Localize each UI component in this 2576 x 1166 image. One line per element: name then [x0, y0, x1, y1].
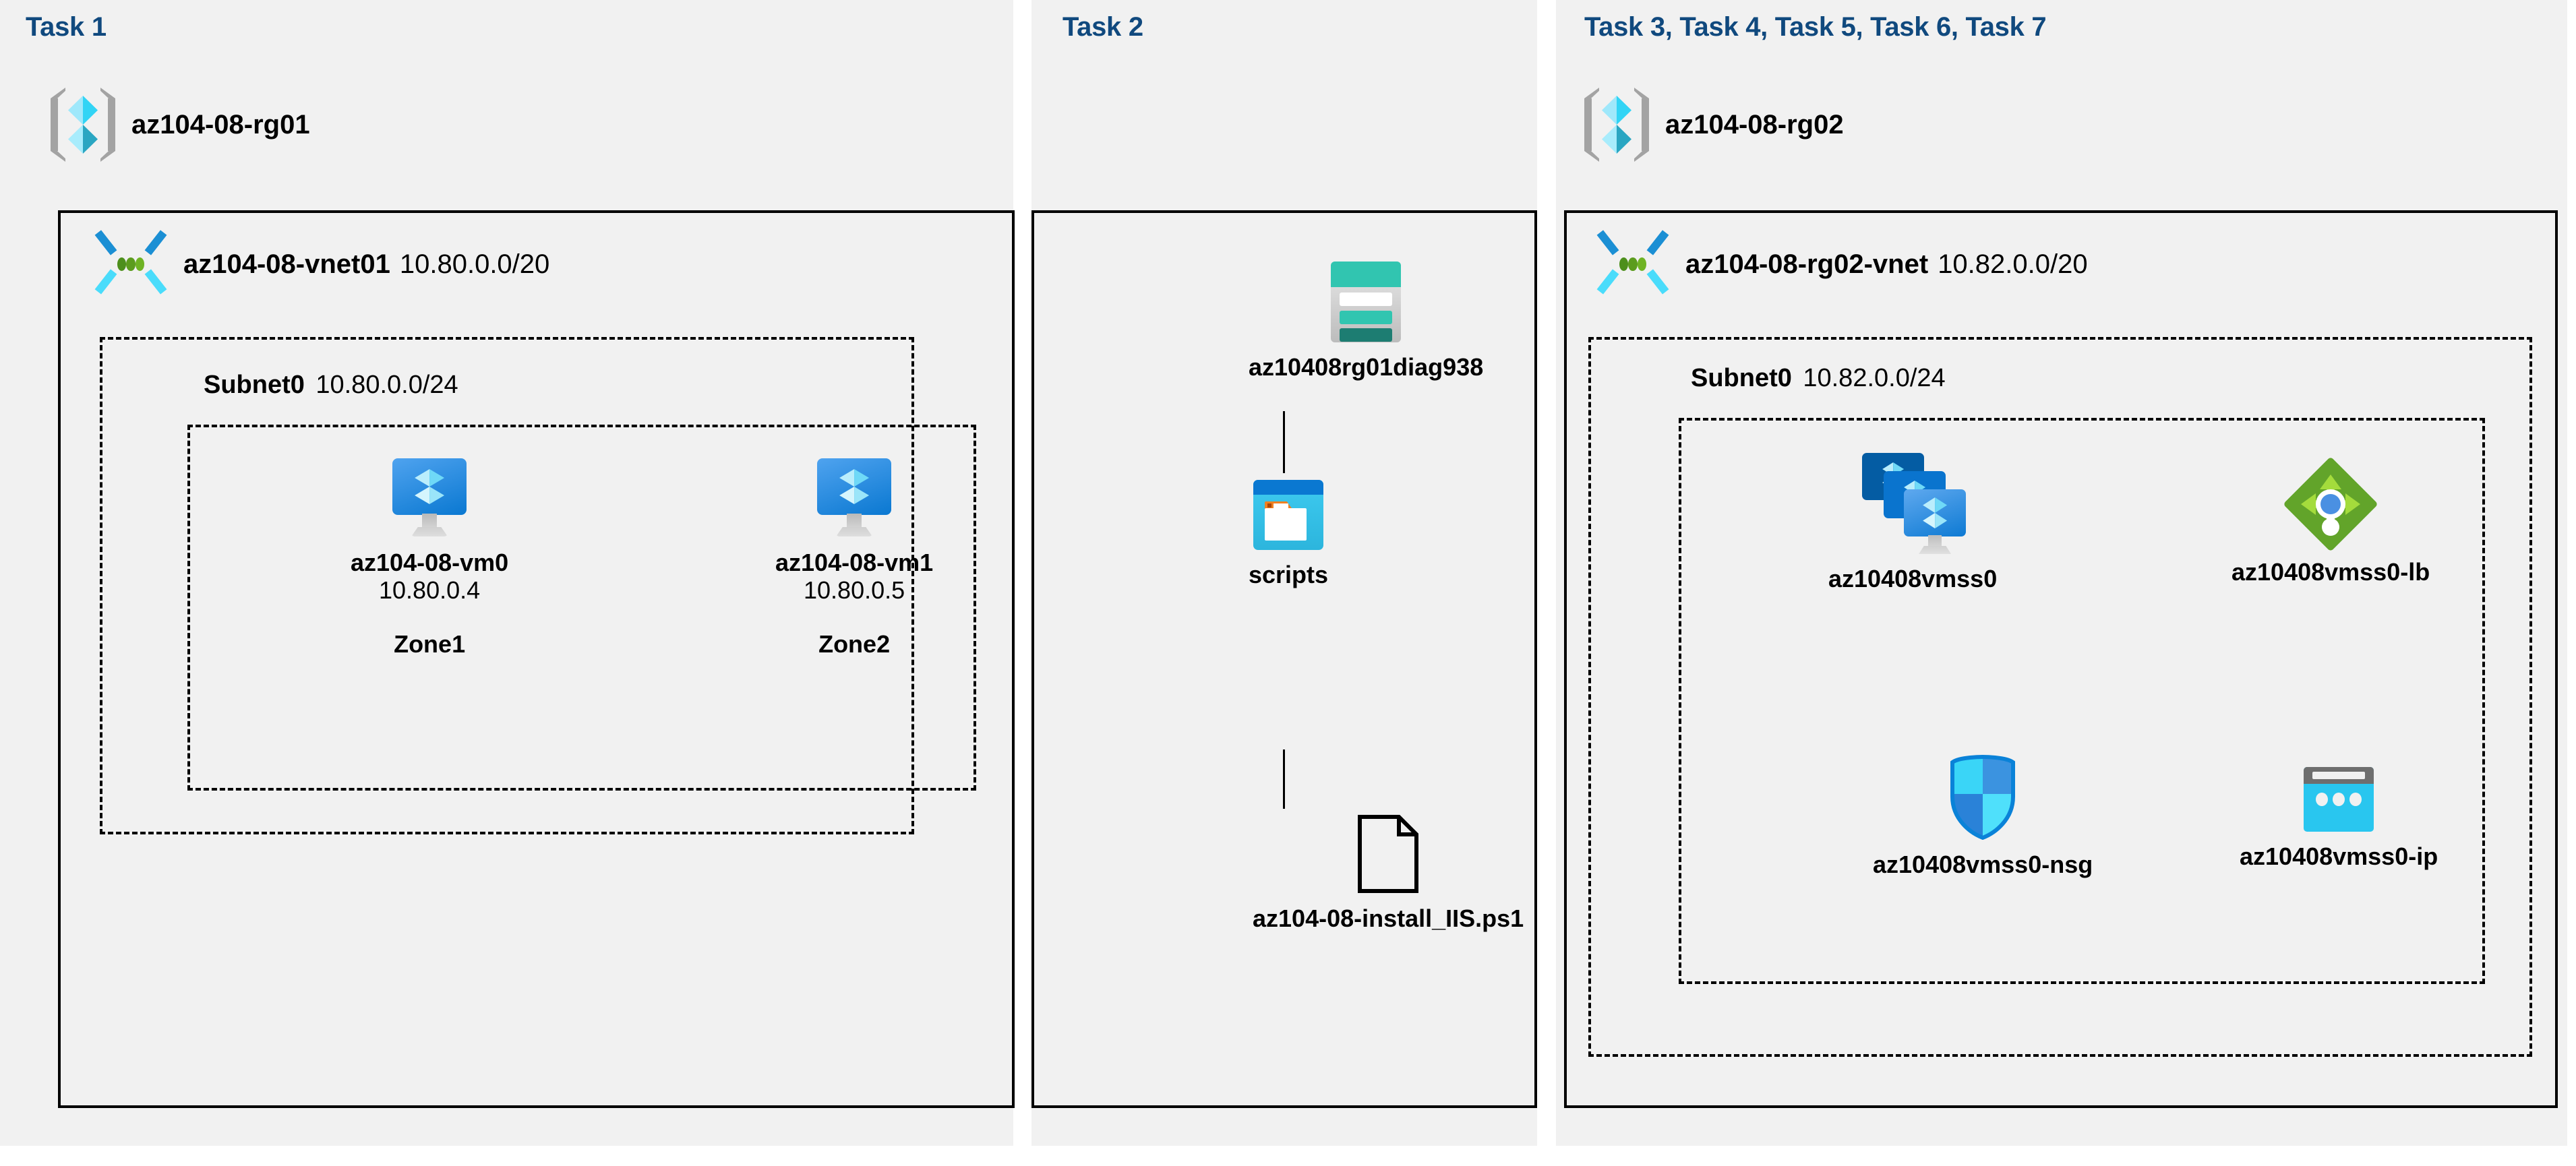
availability-zones-box [187, 425, 976, 791]
blob-container-node[interactable]: scripts [1249, 480, 1328, 588]
public-ip-name: az10408vmss0-ip [2240, 842, 2438, 870]
task-1-label: Task 1 [26, 12, 107, 42]
storage-account-name: az10408rg01diag938 [1249, 353, 1484, 381]
resource-group-name-rg02: az104-08-rg02 [1665, 109, 1844, 140]
subnet-box-task1 [100, 337, 914, 834]
nsg-name: az10408vmss0-nsg [1873, 851, 2093, 878]
resource-group-icon [51, 88, 115, 162]
subnet-name-task1: Subnet0 [204, 371, 305, 399]
vnet-header-rg02-vnet: az104-08-rg02-vnet 10.82.0.0/20 [1596, 230, 2088, 295]
blob-container-name: scripts [1249, 561, 1329, 588]
vnet-name-rg02-vnet: az104-08-rg02-vnet [1685, 249, 1929, 279]
blob-container-icon [1253, 480, 1324, 550]
vmss-resources-box [1679, 418, 2485, 984]
script-file-node[interactable]: az104-08-install_IIS.ps1 [1253, 814, 1524, 932]
nsg-node[interactable]: az10408vmss0-nsg [1873, 755, 2093, 878]
vm-ip-0: 10.80.0.4 [379, 576, 481, 605]
storage-account-icon [1331, 262, 1402, 342]
connector-storage-to-scripts [1283, 411, 1285, 473]
panel-task2 [1031, 0, 1537, 1146]
network-security-group-icon [1948, 755, 2018, 840]
virtual-network-icon [1596, 230, 1669, 295]
task2-box [1031, 210, 1537, 1108]
resource-group-icon [1584, 88, 1649, 162]
subnet-header-task3to7: Subnet0 10.82.0.0/24 [1691, 364, 1946, 393]
vnet-box-vnet01 [58, 210, 1015, 1108]
resource-group-name-rg01: az104-08-rg01 [131, 109, 310, 140]
vnet-cidr-rg02-vnet: 10.82.0.0/20 [1938, 249, 2088, 279]
vm-name-1: az104-08-vm1 [775, 549, 934, 576]
subnet-header-task1: Subnet0 10.80.0.0/24 [204, 371, 458, 400]
script-file-name: az104-08-install_IIS.ps1 [1253, 904, 1524, 932]
vm-name-0: az104-08-vm0 [351, 549, 509, 576]
subnet-cidr-task1: 10.80.0.0/24 [316, 371, 458, 399]
task-3-to-7-label: Task 3, Task 4, Task 5, Task 6, Task 7 [1584, 12, 2047, 42]
resource-group-header-rg01: az104-08-rg01 [51, 88, 310, 162]
subnet-cidr-task3to7: 10.82.0.0/24 [1803, 364, 1946, 392]
public-ip-address-icon [2304, 767, 2374, 832]
file-icon [1357, 814, 1419, 894]
vm-zone-0: Zone1 [394, 630, 466, 658]
task-2-label: Task 2 [1062, 12, 1143, 42]
vnet-header-vnet01: az104-08-vnet01 10.80.0.0/20 [94, 230, 550, 295]
vmss-node[interactable]: az10408vmss0 [1828, 453, 1997, 592]
vm-zone-1: Zone2 [818, 630, 891, 658]
vnet-cidr-vnet01: 10.80.0.0/20 [399, 249, 550, 279]
resource-group-header-rg02: az104-08-rg02 [1584, 88, 1844, 162]
vm-ip-1: 10.80.0.5 [804, 576, 905, 605]
load-balancer-node[interactable]: az10408vmss0-lb [2231, 456, 2430, 586]
panel-task3to7 [1556, 0, 2567, 1146]
subnet-name-task3to7: Subnet0 [1691, 364, 1792, 392]
vm-node-1[interactable]: az104-08-vm1 10.80.0.5 Zone2 [775, 458, 933, 658]
storage-account-node[interactable]: az10408rg01diag938 [1249, 262, 1483, 381]
vnet-name-vnet01: az104-08-vnet01 [183, 249, 390, 279]
vm-node-0[interactable]: az104-08-vm0 10.80.0.4 Zone1 [351, 458, 508, 658]
public-ip-node[interactable]: az10408vmss0-ip [2240, 767, 2438, 870]
virtual-machine-icon [392, 458, 467, 538]
load-balancer-icon [2283, 456, 2378, 552]
connector-scripts-to-file [1283, 749, 1285, 809]
subnet-box-task3to7 [1588, 337, 2532, 1057]
vnet-box-rg02-vnet [1564, 210, 2558, 1108]
panel-task1 [0, 0, 1013, 1146]
load-balancer-name: az10408vmss0-lb [2231, 558, 2430, 586]
virtual-network-icon [94, 230, 167, 295]
vm-scale-set-icon [1862, 453, 1967, 554]
vmss-name: az10408vmss0 [1828, 565, 1998, 592]
virtual-machine-icon [817, 458, 892, 538]
